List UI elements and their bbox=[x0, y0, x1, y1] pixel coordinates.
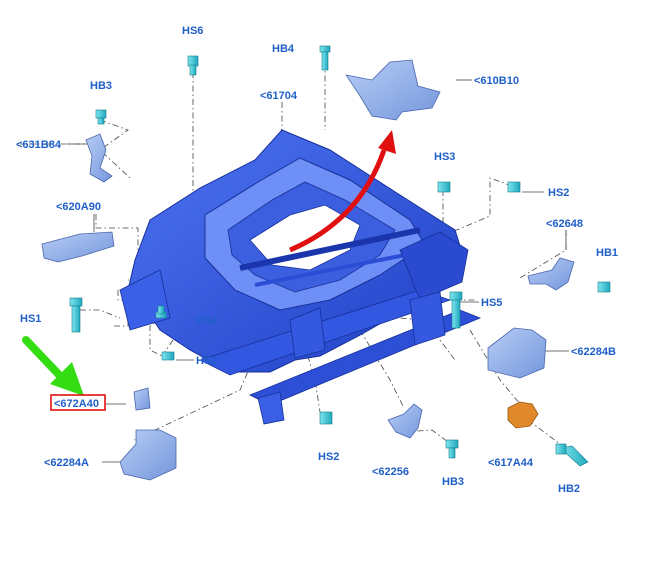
label-61704: <61704 bbox=[260, 90, 298, 102]
label-610b10: <610B10 bbox=[474, 75, 519, 87]
cover-62284b bbox=[487, 327, 547, 379]
green-pointer-arrow bbox=[22, 336, 84, 396]
label-hs4: HS4 bbox=[196, 315, 218, 327]
label-hb3: HB3 bbox=[442, 476, 464, 488]
bracket-62256 bbox=[387, 403, 423, 439]
label-hs2: HS2 bbox=[318, 451, 339, 463]
label-hb3: HB3 bbox=[90, 80, 112, 92]
fastener-hs2-bottom bbox=[319, 411, 333, 425]
seat-frame-61704 bbox=[119, 129, 482, 425]
fastener-hb1 bbox=[597, 281, 611, 293]
label-62256: <62256 bbox=[372, 466, 409, 478]
label-631b84: <631B84 bbox=[16, 139, 62, 151]
label-hs2: HS2 bbox=[548, 187, 569, 199]
bracket-617a44 bbox=[507, 401, 539, 429]
highlight-box bbox=[50, 394, 106, 411]
label-620a90: <620A90 bbox=[56, 201, 101, 213]
fastener-hb3-bottom bbox=[445, 439, 459, 459]
label-hs2: HS2 bbox=[196, 355, 217, 367]
clip-672a40 bbox=[133, 387, 151, 411]
fastener-hb3-top bbox=[95, 109, 107, 125]
fastener-hs6 bbox=[187, 55, 199, 76]
fastener-hs3 bbox=[437, 181, 451, 193]
label-62648: <62648 bbox=[546, 218, 583, 230]
label-672a40: <672A40 bbox=[54, 398, 99, 410]
part-labels: HS6 HB4 <610B10 HB3 <61704 <631B84 HS3 H… bbox=[16, 25, 618, 495]
label-hb1: HB1 bbox=[596, 247, 618, 259]
cover-62284a bbox=[119, 429, 177, 481]
label-617a44: <617A44 bbox=[488, 457, 534, 469]
fastener-hs4 bbox=[155, 305, 167, 319]
label-hs3: HS3 bbox=[434, 151, 455, 163]
fastener-hb2 bbox=[555, 443, 589, 467]
fastener-hb4 bbox=[319, 45, 331, 71]
handle-620a90 bbox=[41, 231, 115, 263]
label-hb2: HB2 bbox=[558, 483, 580, 495]
label-hs1: HS1 bbox=[20, 313, 41, 325]
bracket-631b84 bbox=[85, 133, 113, 183]
fastener-hs2-left bbox=[161, 351, 175, 361]
fastener-hs5 bbox=[449, 291, 463, 329]
fastener-hs2-right bbox=[507, 181, 521, 193]
wire-bracket-62648 bbox=[527, 257, 575, 291]
red-curved-arrow bbox=[289, 130, 396, 253]
label-hb4: HB4 bbox=[272, 43, 295, 55]
label-62284a: <62284A bbox=[44, 457, 89, 469]
bracket-610b10 bbox=[345, 59, 441, 121]
label-hs5: HS5 bbox=[481, 297, 502, 309]
label-hs6: HS6 bbox=[182, 25, 203, 37]
fastener-hs1 bbox=[69, 297, 83, 333]
label-62284b: <62284B bbox=[571, 346, 616, 358]
